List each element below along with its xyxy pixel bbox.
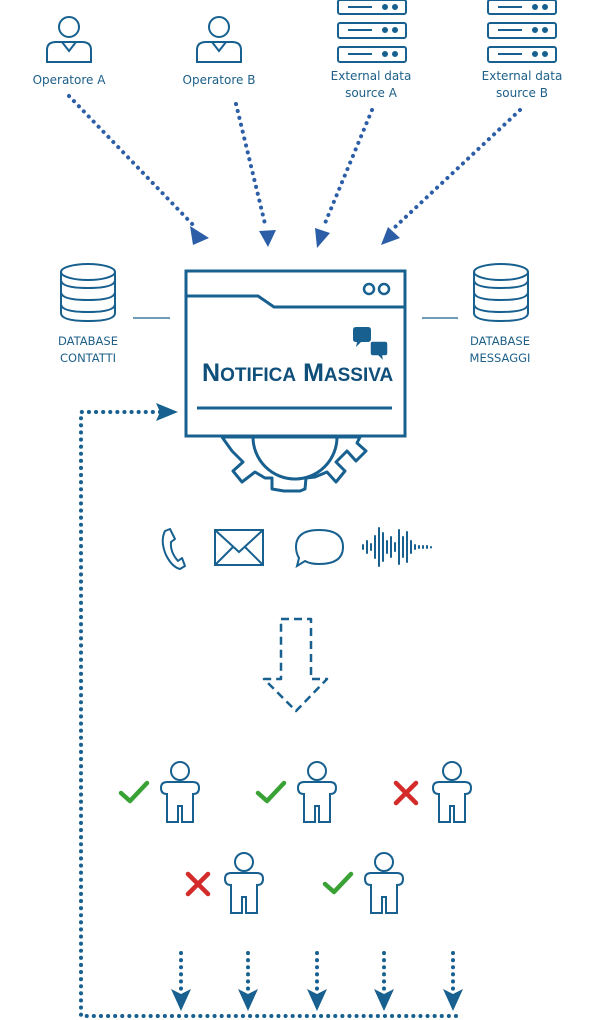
database-contatti-label-line2: CONTATTI [60, 351, 116, 365]
recipient-2 [255, 761, 338, 823]
window-control-icon [377, 282, 391, 296]
external-source-b-label-line2: source B [496, 86, 548, 100]
gear-icon [220, 435, 368, 493]
recipient-person-icon [223, 852, 265, 914]
phone-icon [161, 528, 186, 570]
recipient-4 [185, 852, 265, 914]
recipient-person-icon [363, 852, 405, 914]
database-messaggi-label-line2: MESSAGGI [470, 351, 531, 365]
recipient-person-icon [431, 761, 473, 823]
arrowhead-source-a [315, 228, 330, 248]
brand-word-otifica: OTIFICA [220, 365, 296, 386]
app-brand-name: NOTIFICA MASSIVA [202, 359, 393, 387]
recipient-1 [118, 761, 201, 823]
source-arrows [67, 94, 522, 230]
voice-waveform-icon [362, 527, 432, 567]
check-icon [255, 780, 287, 804]
external-source-a-label-line1: External data [331, 69, 412, 83]
source-arrowheads [190, 226, 400, 248]
database-messaggi-label-line1: DATABASE [470, 334, 530, 348]
chat-icon [294, 528, 345, 569]
brand-initial-m: M [303, 359, 324, 387]
feedback-arrowheads [171, 989, 463, 1011]
operator-a-label: Operatore A [33, 73, 107, 87]
recipient-5 [322, 852, 405, 914]
email-icon [214, 529, 264, 566]
operator-b-person-icon [196, 16, 242, 63]
arrowhead-source-b [381, 227, 400, 245]
arrowhead-operator-a [190, 226, 209, 245]
cross-icon [393, 780, 419, 806]
feedback-arrowhead-to-app [156, 403, 178, 421]
operator-b-label: Operatore B [183, 73, 256, 87]
database-contatti-label-line1: DATABASE [58, 334, 118, 348]
window-control-icon [362, 282, 376, 296]
feedback-loop [79, 410, 458, 1018]
recipient-person-icon [296, 761, 338, 823]
database-contatti-icon [60, 263, 116, 323]
app-window [184, 269, 407, 438]
database-messaggi-icon [473, 263, 529, 323]
recipient-person-icon [159, 761, 201, 823]
external-source-b-label-line1: External data [482, 69, 563, 83]
recipients-group [118, 761, 473, 914]
operator-a-person-icon [46, 16, 92, 63]
cross-icon [185, 871, 211, 897]
external-source-a-server-icon [337, 0, 407, 63]
arrowhead-operator-b [259, 230, 276, 247]
dashed-down-arrow-icon [262, 617, 329, 713]
brand-word-assiva: ASSIVA [324, 365, 394, 386]
external-source-a-label-line2: source A [345, 86, 398, 100]
check-icon [118, 780, 150, 804]
external-source-b-server-icon [487, 0, 557, 63]
recipient-3 [393, 761, 473, 823]
brand-initial-n: N [202, 359, 220, 387]
chat-bubbles-logo-icon [353, 327, 389, 365]
check-icon [322, 871, 354, 895]
